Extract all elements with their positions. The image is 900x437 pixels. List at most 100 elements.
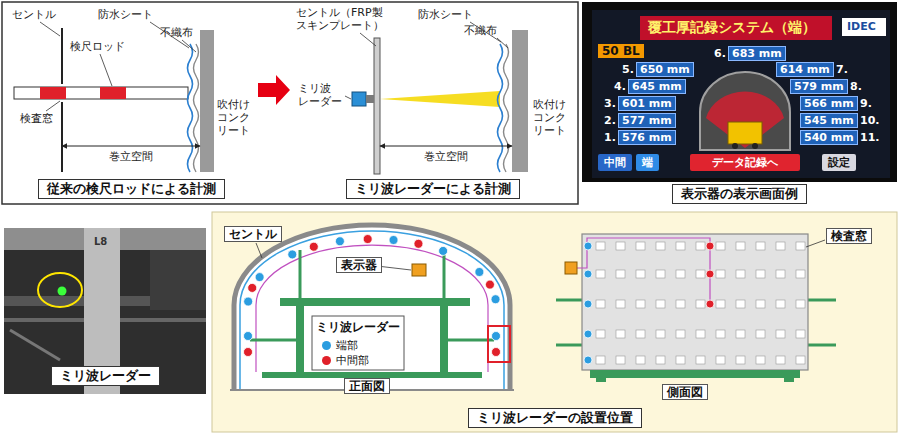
radar-illustration (352, 92, 366, 106)
inspection-window (716, 242, 725, 250)
thickness-value: 545 mm (800, 113, 858, 128)
inspection-window (776, 270, 785, 278)
inspection-window (596, 300, 605, 308)
thickness-value: 576 mm (618, 130, 676, 145)
part-label: 覆工厚記録システム（端） (648, 19, 816, 36)
radar-dot (706, 270, 714, 278)
part-label: ミリ波レーダー (316, 320, 400, 334)
inspection-window (676, 356, 685, 364)
radar-dot (363, 235, 372, 244)
sensor-number: 10. (860, 114, 880, 127)
sensor-number: 4. (614, 80, 626, 93)
radar-dot (492, 332, 501, 341)
tunnel-front-view (296, 306, 304, 372)
radar-photo (4, 228, 206, 394)
centle-side-view (565, 262, 577, 274)
inspection-window (696, 356, 705, 364)
centle-side-view (808, 344, 836, 347)
inspection-window (796, 270, 805, 278)
radar-dot (706, 242, 714, 250)
inspection-window (756, 242, 765, 250)
inspection-window (656, 270, 665, 278)
thickness-value: 650 mm (636, 62, 694, 77)
rod-illustration (40, 87, 66, 99)
inspection-window (676, 300, 685, 308)
display-screen (728, 122, 762, 144)
rod-illustration (14, 87, 188, 99)
radar-dot (389, 236, 398, 245)
caption-text: ミリ波レーダー (51, 366, 160, 386)
radar-photo (150, 250, 206, 310)
leader-line (360, 33, 376, 46)
inspection-window (676, 270, 685, 278)
radar-dot (475, 268, 484, 277)
inspection-window (796, 300, 805, 308)
radar-dot (584, 330, 592, 338)
part-label: 防水シート (418, 8, 473, 21)
radar-dot (244, 332, 253, 341)
thickness-value: 614 mm (776, 62, 834, 77)
thickness-value: 683 mm (728, 46, 786, 61)
sensor-number: 7. (836, 63, 848, 76)
leader-line (40, 22, 196, 111)
inspection-window (716, 356, 725, 364)
leader-line (40, 22, 60, 36)
inspection-window (776, 330, 785, 338)
part-label: IDEC (847, 20, 876, 33)
rod-illustration (194, 44, 199, 172)
radar-photo (10, 330, 60, 360)
radar-dot (288, 250, 297, 259)
radar-photo (4, 228, 206, 394)
inspection-window (716, 330, 725, 338)
radar-dot (485, 280, 494, 289)
tunnel-front-view (312, 316, 404, 370)
part-label: セントル（FRP製 スキンプレート） (296, 6, 386, 32)
inspection-window (756, 300, 765, 308)
part-label: L8 (94, 236, 107, 248)
leader-line (806, 240, 825, 247)
legend-text: 中間部 (336, 353, 369, 368)
leader-line (46, 101, 60, 111)
inspection-window (656, 330, 665, 338)
centle-side-view (556, 344, 582, 347)
caption-text: 表示器の表示画面例 (672, 184, 807, 204)
radar-dot (244, 348, 253, 357)
inspection-window (596, 270, 605, 278)
tunnel-front-view (488, 326, 510, 362)
inspection-window (716, 270, 725, 278)
centle-side-view (590, 370, 800, 378)
display-screen (706, 92, 784, 148)
tunnel-front-view (234, 225, 510, 390)
part-label: 不織布 (160, 26, 193, 39)
inspection-window (736, 300, 745, 308)
part-label: 50 BL (598, 44, 644, 58)
radar-dot (244, 235, 501, 357)
display-screen (640, 16, 832, 40)
screen-button: 端 (636, 154, 659, 171)
radar-illustration (352, 30, 528, 174)
radar-illustration (504, 44, 509, 172)
rod-illustration (61, 28, 63, 84)
centle-side-view (556, 234, 836, 382)
radar-dot (584, 356, 592, 364)
radar-illustration (380, 146, 512, 147)
inspection-window (796, 330, 805, 338)
part-label: 巻立空間 (109, 150, 153, 163)
inspection-window (596, 242, 805, 364)
inspection-window (796, 356, 805, 364)
radar-dot (706, 300, 714, 308)
sensor-number: 9. (860, 97, 872, 110)
leader-line (806, 240, 825, 247)
tunnel-front-view (299, 250, 302, 298)
radar-dot (414, 239, 423, 248)
inspection-window (616, 356, 625, 364)
panel-background (212, 212, 897, 432)
sensor-number: 11. (860, 131, 880, 144)
centle-side-view (784, 378, 794, 382)
inspection-window (736, 242, 745, 250)
inspection-window (616, 242, 625, 250)
legend-swatch (322, 356, 331, 365)
screen-button: 中間 (598, 154, 632, 171)
rod-illustration (100, 87, 126, 99)
